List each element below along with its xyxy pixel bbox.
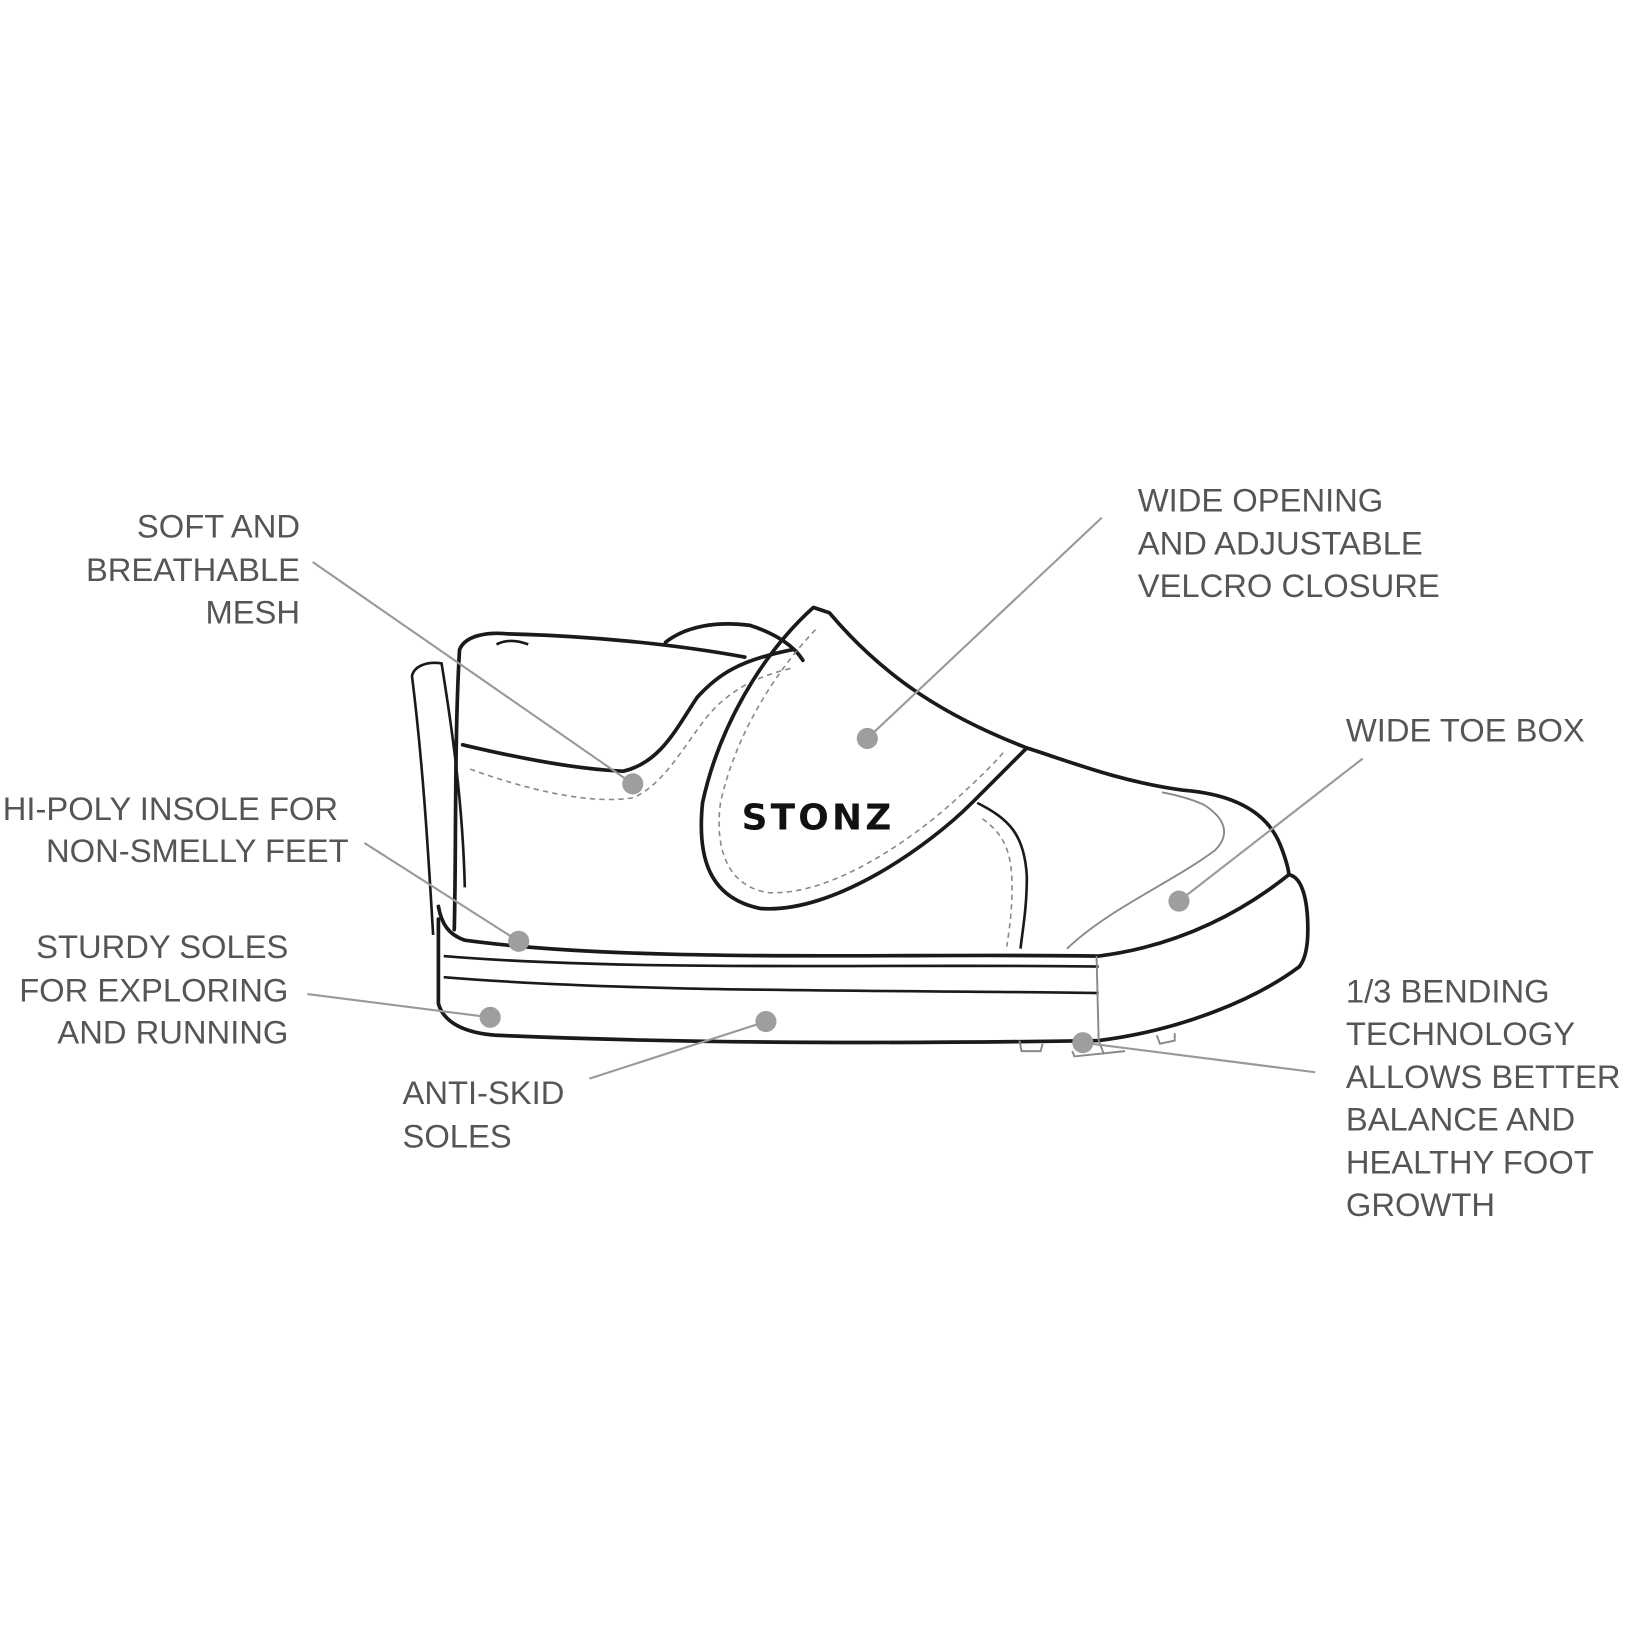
- leader-line: [1082, 1041, 1316, 1074]
- leader-line: [589, 1020, 767, 1080]
- callout-dot: [622, 773, 644, 795]
- collar-inner: [495, 639, 529, 646]
- tongue: [663, 622, 805, 663]
- brand-logo: STONZ: [742, 797, 895, 838]
- bending-line: [1095, 956, 1105, 1055]
- shoe-collar: [452, 631, 747, 932]
- tread-nubs: [1018, 1033, 1176, 1058]
- callout-dot: [1168, 890, 1190, 912]
- leader-line: [1178, 757, 1364, 902]
- callout-text: WIDE TOE BOX: [1346, 712, 1585, 749]
- leader-line: [312, 561, 634, 785]
- sole-bottom: [436, 917, 1302, 1045]
- leader-line: [866, 516, 1103, 740]
- callout-dot: [856, 727, 878, 749]
- sole-top: [436, 872, 1310, 969]
- callout-dot: [755, 1010, 777, 1033]
- callout-dot: [1072, 1032, 1094, 1054]
- leader-line: [363, 842, 520, 943]
- sole-stripe-top: [443, 954, 1099, 968]
- heel-pull-tab: [410, 661, 467, 936]
- callout-dot: [508, 930, 530, 952]
- collar-lining: [460, 647, 795, 774]
- leader-line: [307, 993, 491, 1019]
- shoe-illustration: STONZ: [410, 605, 1310, 1058]
- shoe-vamp: [1024, 746, 1291, 877]
- velcro-strap: [699, 605, 1029, 911]
- callout-toe-box: WIDE TOE BOX: [1168, 712, 1585, 912]
- toe-cap-line: [1066, 791, 1225, 950]
- callout-dot: [479, 1006, 501, 1028]
- sole-stripe-bottom: [443, 975, 1099, 995]
